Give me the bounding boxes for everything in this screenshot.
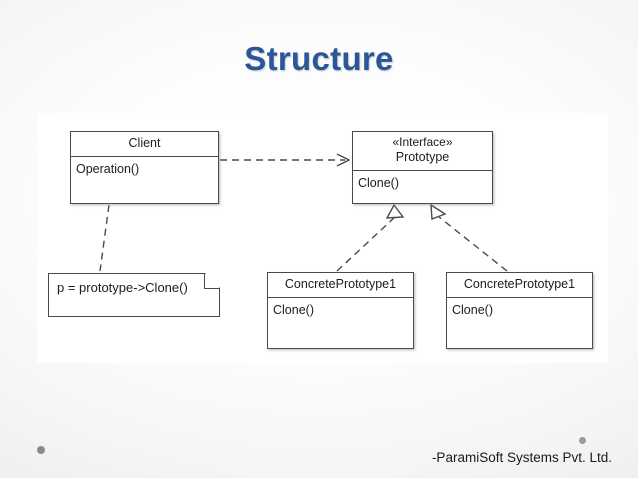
uml-class-prototype-header: «Interface» Prototype xyxy=(353,132,492,171)
decorative-dot-left xyxy=(37,446,45,454)
uml-class-concrete-prototype-2-name: ConcretePrototype1 xyxy=(447,273,592,298)
uml-note-text: p = prototype->Clone() xyxy=(57,280,188,295)
uml-class-concrete-prototype-2[interactable]: ConcretePrototype1 Clone() xyxy=(446,272,593,349)
uml-diagram-panel: Client Operation() «Interface» Prototype… xyxy=(37,113,608,363)
page-title: Structure xyxy=(244,40,394,77)
uml-class-concrete-prototype-1[interactable]: ConcretePrototype1 Clone() xyxy=(267,272,414,349)
connector-concrete2-to-prototype xyxy=(430,203,508,272)
uml-class-concrete-prototype-2-member: Clone() xyxy=(452,303,493,317)
uml-class-concrete-prototype-1-name: ConcretePrototype1 xyxy=(268,273,413,298)
connector-concrete1-to-prototype xyxy=(336,203,405,272)
uml-class-prototype-member: Clone() xyxy=(358,176,399,190)
uml-class-concrete-prototype-1-member: Clone() xyxy=(273,303,314,317)
connector-client-to-note xyxy=(99,204,110,272)
decorative-dot-right xyxy=(579,437,586,444)
connector-client-to-prototype xyxy=(220,153,351,167)
uml-class-client-name: Client xyxy=(71,132,218,157)
uml-class-client[interactable]: Client Operation() xyxy=(70,131,219,204)
uml-stereotype-interface: «Interface» xyxy=(392,135,453,149)
uml-class-client-member: Operation() xyxy=(76,162,140,176)
footer-credit: -ParamiSoft Systems Pvt. Ltd. xyxy=(431,450,612,465)
note-fold-corner-icon xyxy=(204,274,219,289)
uml-class-prototype-name: Prototype xyxy=(395,150,450,164)
uml-class-prototype[interactable]: «Interface» Prototype Clone() xyxy=(352,131,493,204)
uml-note[interactable]: p = prototype->Clone() xyxy=(48,273,220,317)
